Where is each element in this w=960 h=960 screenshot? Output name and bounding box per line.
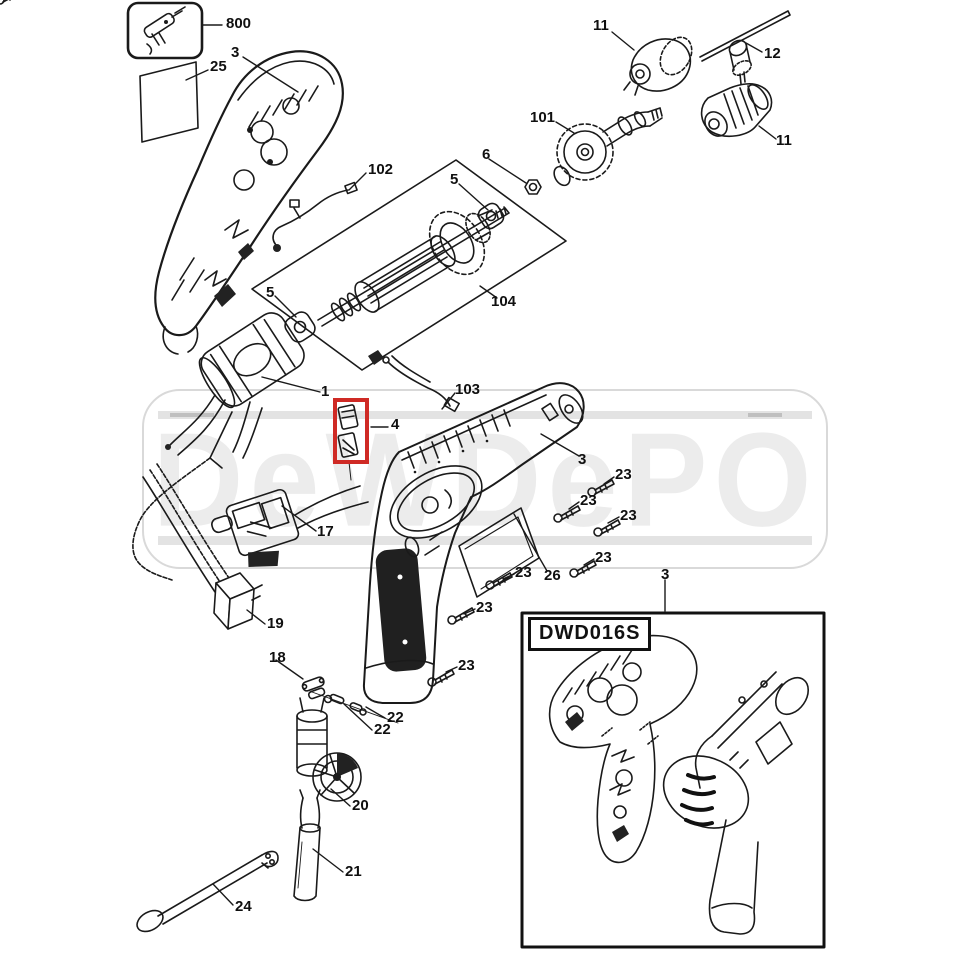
- part-label-19-25: 19: [267, 615, 284, 632]
- part-label-17-15: 17: [317, 523, 334, 540]
- part-label-11-4: 11: [593, 17, 609, 34]
- carbon-brushes-4: [337, 404, 359, 481]
- part-label-23-22: 23: [476, 599, 493, 616]
- watermark-bar-bottom: [158, 536, 812, 545]
- part-label-4-14: 4: [391, 416, 400, 433]
- part-label-23-21: 23: [515, 564, 532, 581]
- bearing-5-left: [284, 311, 316, 343]
- part-label-102-3: 102: [368, 161, 394, 178]
- inset-shell-outer: [662, 671, 810, 935]
- part-label-101-6: 101: [530, 109, 556, 126]
- part-label-6-8: 6: [482, 146, 491, 163]
- trigger-switch-17: [211, 485, 369, 567]
- inset-box: [520, 611, 826, 949]
- nut-6: [524, 179, 542, 195]
- cord-protector-20: [296, 697, 362, 802]
- part-label-22-28: 22: [374, 721, 391, 738]
- part-label-24-31: 24: [235, 898, 252, 915]
- watermark-frame: DeWDePO: [142, 389, 828, 569]
- part-label-26-24: 26: [544, 567, 561, 584]
- part-label-11-7: 11: [776, 132, 792, 149]
- brush-spring-103: [368, 350, 460, 413]
- watermark-smallprint-right: [748, 413, 782, 417]
- housing-half-3: [362, 382, 585, 704]
- part-label-5-9: 5: [450, 171, 459, 188]
- part-label-22-27: 22: [387, 709, 404, 726]
- part-label-1-12: 1: [321, 383, 330, 400]
- part-label-18-26: 18: [269, 649, 286, 666]
- part-label-23-23: 23: [458, 657, 475, 674]
- part-label-23-17: 23: [615, 466, 632, 483]
- cord-sleeve-21: [293, 789, 321, 902]
- part-label-3-1: 3: [231, 44, 240, 61]
- inset-model-label: DWD016S: [528, 617, 652, 651]
- field-stator-1: [165, 312, 305, 456]
- lead-wire-102: [272, 181, 358, 252]
- part-label-5-10: 5: [266, 284, 275, 301]
- part-label-23-19: 23: [620, 507, 637, 524]
- part-label-12-5: 12: [764, 45, 781, 62]
- watermark-smallprint-left: [170, 413, 214, 417]
- part-label-23-20: 23: [595, 549, 612, 566]
- cordset-19: [132, 401, 263, 630]
- part-label-800-0: 800: [226, 15, 252, 32]
- part-label-3-32: 3: [661, 566, 670, 583]
- part-label-3-16: 3: [578, 451, 587, 468]
- keyed-chuck-11: [623, 36, 693, 96]
- keyless-chuck-11: [700, 83, 773, 138]
- nameplate-25: [139, 61, 199, 143]
- gearcase-half-3: [154, 50, 344, 355]
- spindle-gear-101: [553, 107, 663, 187]
- kit-box-800-icon: [126, 1, 204, 60]
- highlight-box-part-4: [333, 398, 369, 464]
- screws-23: [0, 0, 621, 687]
- part-label-21-30: 21: [345, 863, 362, 880]
- armature-104: [317, 206, 510, 327]
- part-label-25-2: 25: [210, 58, 227, 75]
- part-label-103-13: 103: [455, 381, 481, 398]
- part-label-23-18: 23: [580, 492, 597, 509]
- part-label-104-11: 104: [491, 293, 517, 310]
- armature-group-box-104: [251, 159, 567, 371]
- depth-rod-24: [136, 850, 279, 933]
- chuck-key-12: [699, 10, 791, 85]
- leader-lines: [185, 24, 777, 906]
- watermark-bar-top: [158, 411, 812, 419]
- watermark-text: DeWDePO: [152, 404, 818, 554]
- part-label-20-29: 20: [352, 797, 369, 814]
- inset-shell-inner: [548, 634, 698, 864]
- cord-clamp-18: [301, 676, 326, 700]
